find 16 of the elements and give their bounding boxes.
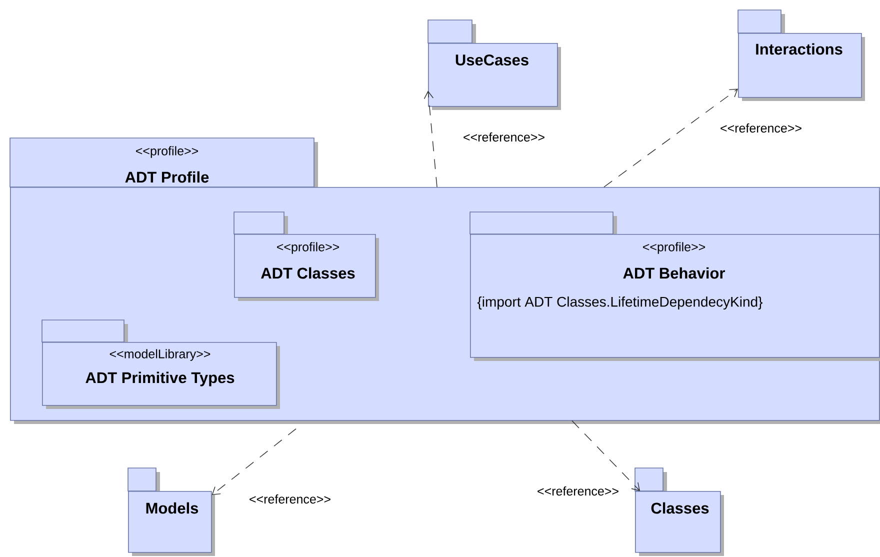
package: <<profile>> ADT Behavior {import ADT Classes.LifetimeDependecyKind} — [470, 212, 880, 361]
package: UseCases — [428, 20, 561, 110]
dependency-arrow — [572, 420, 640, 492]
dependency-arrow — [212, 428, 296, 495]
dependency-arrow — [424, 90, 438, 188]
node-label: ADT Profile — [125, 171, 209, 183]
package: Models — [128, 468, 215, 556]
package: Interactions — [738, 10, 866, 101]
node-label: <<profile>> — [136, 146, 198, 158]
package: <<modelLibrary>> ADT Primitive Types — [42, 320, 280, 409]
edge-label: <<reference>> — [719, 122, 804, 134]
dependency-arrow — [604, 88, 738, 188]
edge-label: <<reference>> — [536, 485, 620, 497]
package: Classes — [634, 468, 724, 556]
package: <<profile>> ADT Classes — [234, 212, 379, 301]
edge-label: <<reference>> — [248, 493, 332, 505]
